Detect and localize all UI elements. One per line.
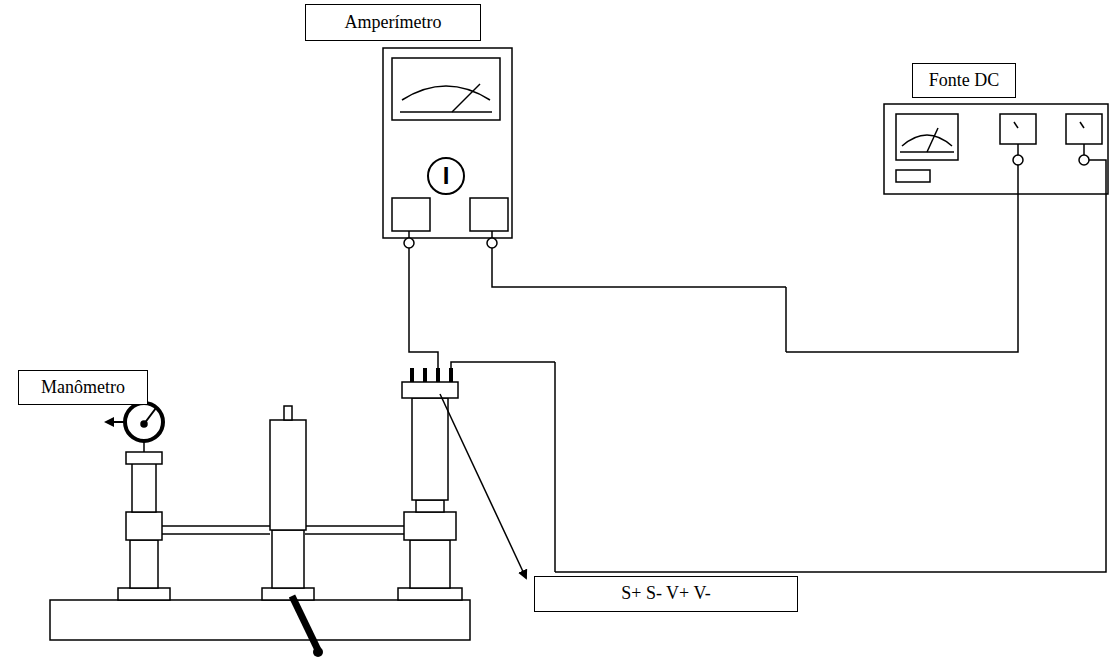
node-text: S+ S- V+ V-	[621, 584, 711, 604]
dc-source	[884, 104, 1108, 194]
instrument-label: Amperímetro	[305, 4, 481, 41]
leader-arrow	[440, 394, 526, 578]
node-text: Amperímetro	[345, 13, 442, 33]
pin-label-box: S+ S- V+ V-	[534, 576, 798, 612]
ammeter	[383, 48, 512, 248]
node-text: Fonte DC	[929, 71, 1000, 91]
instrument-label: Manômetro	[18, 370, 148, 405]
instrument-label: Fonte DC	[912, 63, 1016, 98]
wires	[409, 160, 1106, 572]
node-text: Manômetro	[41, 378, 125, 398]
pressure-bench	[50, 382, 470, 657]
connector-pins	[412, 368, 451, 382]
node-text: I	[443, 163, 450, 189]
meter-symbol: I	[427, 157, 465, 195]
